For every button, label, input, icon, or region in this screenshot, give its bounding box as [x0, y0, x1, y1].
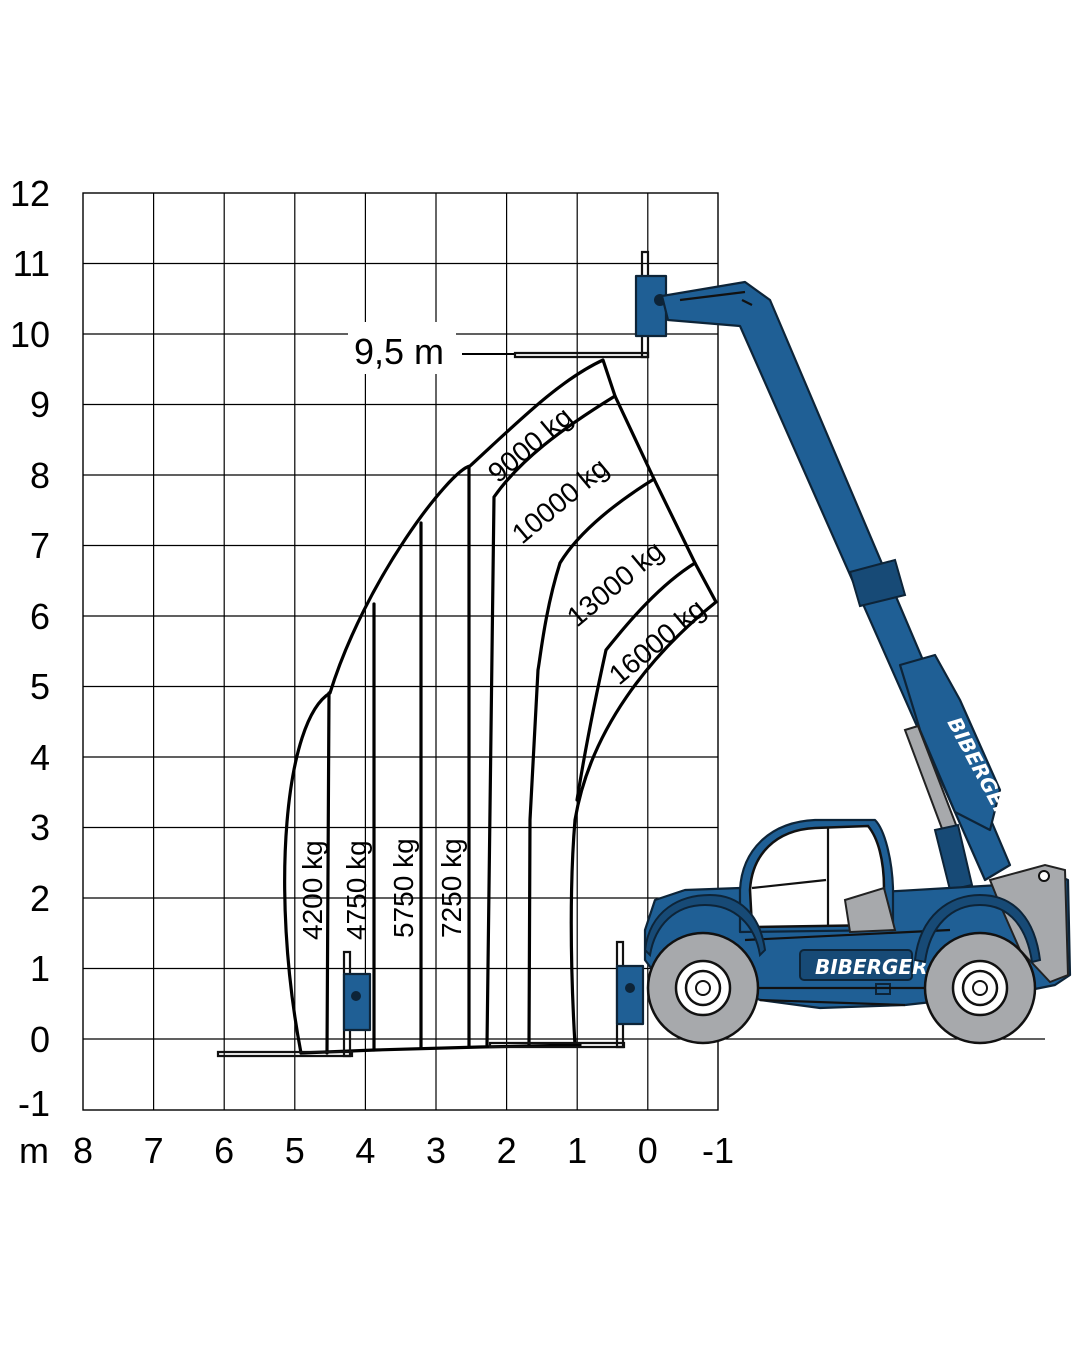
y-tick-label: 8 [30, 455, 50, 496]
zone-label-5750: 5750 kg [388, 838, 419, 938]
x-tick-label: 7 [144, 1130, 164, 1171]
y-tick-label: 0 [30, 1019, 50, 1060]
outer-envelope-curve [283, 358, 718, 1055]
y-tick-label: 2 [30, 878, 50, 919]
x-tick-label: -1 [702, 1130, 734, 1171]
x-tick-label: 5 [285, 1130, 305, 1171]
y-tick-label: 7 [30, 525, 50, 566]
rear-wheel [923, 931, 1037, 1045]
max-height-annotation: 9,5 m [348, 322, 515, 374]
zone-label-4200: 4200 kg [297, 840, 328, 940]
front-mudguard [643, 893, 767, 958]
y-tick-label: 10 [10, 314, 50, 355]
zone-divider [485, 394, 617, 1047]
zone-label-16000: 16000 kg [603, 593, 711, 691]
x-unit-label: m [19, 1130, 49, 1171]
zone-label-4750: 4750 kg [341, 840, 372, 940]
x-tick-label: 1 [567, 1130, 587, 1171]
fork-positions [216, 250, 668, 1058]
zone-label-7250: 7250 kg [436, 838, 467, 938]
telescopic-boom [660, 280, 1012, 882]
max-height-label: 9,5 m [354, 331, 444, 372]
x-tick-label: 8 [73, 1130, 93, 1171]
zone-divider [325, 691, 331, 1055]
telehandler-machine: BIBERGER BIBERGER [643, 280, 1072, 1045]
lift-cylinder [903, 724, 974, 892]
y-tick-label: 6 [30, 596, 50, 637]
x-tick-label: 6 [214, 1130, 234, 1171]
y-tick-label: 9 [30, 384, 50, 425]
y-tick-label: 4 [30, 737, 50, 778]
y-tick-label: 3 [30, 807, 50, 848]
y-tick-label: 11 [13, 243, 50, 284]
y-tick-label: -1 [18, 1083, 50, 1124]
zone-divider [527, 477, 656, 1047]
y-tick-label: 1 [30, 948, 50, 989]
x-axis: m 8 7 6 5 4 3 2 1 0 -1 [19, 1130, 734, 1171]
x-tick-label: 4 [355, 1130, 375, 1171]
ground-fork-near [488, 940, 645, 1049]
front-wheel [646, 931, 760, 1045]
rear-mudguard [913, 893, 1042, 964]
zone-divider [575, 561, 697, 802]
x-tick-label: 0 [638, 1130, 658, 1171]
y-tick-label: 5 [30, 666, 50, 707]
x-tick-label: 3 [426, 1130, 446, 1171]
operator-cab [738, 818, 897, 934]
y-axis: 12 11 10 9 8 7 6 5 4 3 2 1 0 -1 [10, 173, 50, 1124]
ground-fork-far [216, 950, 372, 1058]
chassis-brand-label: BIBERGER [815, 955, 927, 979]
y-tick-label: 12 [10, 173, 50, 214]
x-tick-label: 2 [497, 1130, 517, 1171]
vertical-zone-labels: 4200 kg 4750 kg 5750 kg 7250 kg [297, 838, 467, 940]
top-fork [513, 250, 668, 359]
